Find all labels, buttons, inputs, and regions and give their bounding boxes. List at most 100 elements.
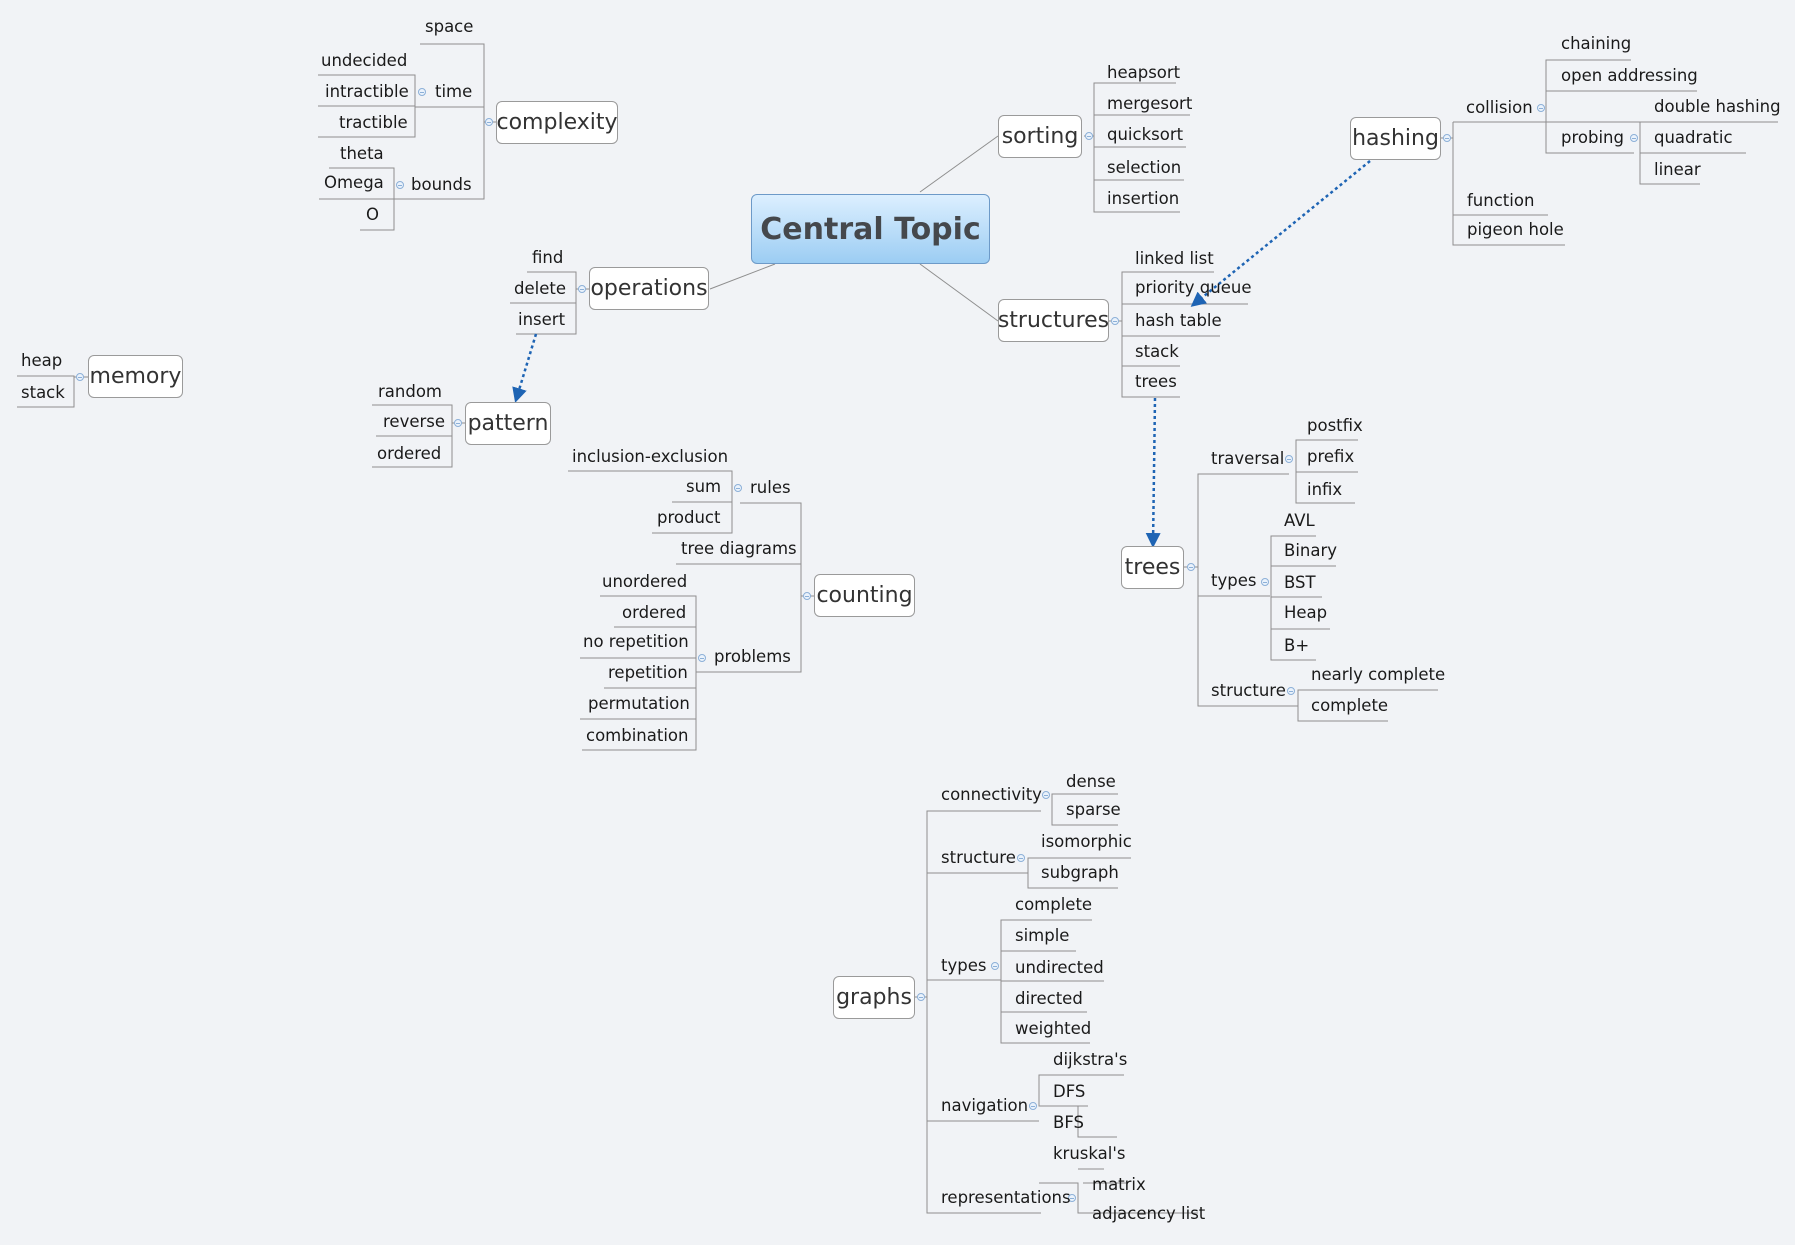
collapse-toggle-icon[interactable]	[1261, 578, 1269, 586]
subtopic-repetition[interactable]: repetition	[608, 663, 688, 682]
collapse-toggle-icon[interactable]	[1017, 854, 1025, 862]
subtopic-insertion[interactable]: insertion	[1107, 189, 1180, 208]
subtopic-connectivity[interactable]: connectivity	[941, 785, 1042, 804]
subtopic-linked-list[interactable]: linked list	[1135, 249, 1214, 268]
collapse-toggle-icon[interactable]	[1287, 687, 1295, 695]
subtopic-types[interactable]: types	[1211, 571, 1257, 590]
subtopic-binary[interactable]: Binary	[1284, 541, 1338, 560]
subtopic-random[interactable]: random	[378, 382, 442, 401]
subtopic-quicksort[interactable]: quicksort	[1107, 125, 1184, 144]
subtopic-find[interactable]: find	[532, 248, 564, 267]
relationship-arrow[interactable]	[1145, 397, 1161, 548]
subtopic-product[interactable]: product	[657, 508, 721, 527]
topic-hashing[interactable]: hashing	[1350, 117, 1441, 160]
subtopic-theta[interactable]: theta	[340, 144, 384, 163]
collapse-toggle-icon[interactable]	[578, 285, 586, 293]
subtopic-permutation[interactable]: permutation	[588, 694, 690, 713]
subtopic-o[interactable]: O	[366, 205, 379, 224]
subtopic-ordered[interactable]: ordered	[377, 444, 442, 463]
subtopic-function[interactable]: function	[1467, 191, 1535, 210]
subtopic-heap[interactable]: heap	[21, 351, 63, 370]
subtopic-hash-table[interactable]: hash table	[1135, 311, 1222, 330]
subtopic-linear[interactable]: linear	[1654, 160, 1701, 179]
collapse-toggle-icon[interactable]	[454, 419, 462, 427]
subtopic-tree-diagrams[interactable]: tree diagrams	[681, 539, 797, 558]
subtopic-open-addressing[interactable]: open addressing	[1561, 66, 1698, 85]
subtopic-matrix[interactable]: matrix	[1092, 1175, 1146, 1194]
subtopic-space[interactable]: space	[425, 17, 474, 36]
subtopic-bst[interactable]: BST	[1284, 573, 1316, 592]
subtopic-nearly-complete[interactable]: nearly complete	[1311, 665, 1446, 684]
subtopic-ordered[interactable]: ordered	[622, 603, 687, 622]
topic-graphs[interactable]: graphs	[833, 976, 915, 1019]
subtopic-representations[interactable]: representations	[941, 1188, 1071, 1207]
subtopic-no-repetition[interactable]: no repetition	[583, 632, 689, 651]
subtopic-combination[interactable]: combination	[586, 726, 689, 745]
subtopic-avl[interactable]: AVL	[1284, 511, 1315, 530]
topic-structures[interactable]: structures	[998, 299, 1109, 342]
subtopic-probing[interactable]: probing	[1561, 128, 1624, 147]
subtopic-rules[interactable]: rules	[750, 478, 791, 497]
collapse-toggle-icon[interactable]	[396, 181, 404, 189]
subtopic-intractible[interactable]: intractible	[325, 82, 409, 101]
subtopic-navigation[interactable]: navigation	[941, 1096, 1029, 1115]
collapse-toggle-icon[interactable]	[991, 962, 999, 970]
subtopic-problems[interactable]: problems	[714, 647, 791, 666]
topic-pattern[interactable]: pattern	[465, 402, 551, 445]
subtopic-types[interactable]: types	[941, 956, 987, 975]
subtopic-quadratic[interactable]: quadratic	[1654, 128, 1733, 147]
collapse-toggle-icon[interactable]	[1111, 317, 1119, 325]
subtopic-traversal[interactable]: traversal	[1211, 449, 1285, 468]
topic-complexity[interactable]: complexity	[496, 101, 618, 144]
collapse-toggle-icon[interactable]	[1042, 791, 1050, 799]
subtopic-unordered[interactable]: unordered	[602, 572, 688, 591]
collapse-toggle-icon[interactable]	[1068, 1194, 1076, 1202]
subtopic-heap[interactable]: Heap	[1284, 603, 1328, 622]
subtopic-infix[interactable]: infix	[1307, 480, 1343, 499]
subtopic-reverse[interactable]: reverse	[383, 412, 446, 431]
subtopic-selection[interactable]: selection	[1107, 158, 1182, 177]
subtopic-isomorphic[interactable]: isomorphic	[1041, 832, 1132, 851]
subtopic-dijkstras[interactable]: dijkstra's	[1053, 1050, 1128, 1069]
subtopic-priority-queue[interactable]: priority queue	[1135, 278, 1252, 297]
subtopic-inclusion-exclusion[interactable]: inclusion-exclusion	[572, 447, 729, 466]
subtopic-bounds[interactable]: bounds	[411, 175, 472, 194]
subtopic-bfs[interactable]: BFS	[1053, 1113, 1084, 1132]
topic-sorting[interactable]: sorting	[998, 115, 1082, 158]
subtopic-sum[interactable]: sum	[686, 477, 722, 496]
subtopic-adjacency-list[interactable]: adjacency list	[1092, 1204, 1206, 1223]
topic-trees[interactable]: trees	[1121, 546, 1184, 589]
collapse-toggle-icon[interactable]	[1029, 1102, 1037, 1110]
subtopic-mergesort[interactable]: mergesort	[1107, 94, 1193, 113]
subtopic-complete[interactable]: complete	[1311, 696, 1389, 715]
subtopic-sparse[interactable]: sparse	[1066, 800, 1121, 819]
collapse-toggle-icon[interactable]	[917, 993, 925, 1001]
subtopic-trees[interactable]: trees	[1135, 372, 1177, 391]
subtopic-heapsort[interactable]: heapsort	[1107, 63, 1181, 82]
collapse-toggle-icon[interactable]	[418, 88, 426, 96]
subtopic-insert[interactable]: insert	[518, 310, 566, 329]
topic-memory[interactable]: memory	[88, 355, 183, 398]
subtopic-subgraph[interactable]: subgraph	[1041, 863, 1119, 882]
subtopic-bplus[interactable]: B+	[1284, 636, 1310, 655]
collapse-toggle-icon[interactable]	[1085, 132, 1093, 140]
subtopic-directed[interactable]: directed	[1015, 989, 1083, 1008]
subtopic-chaining[interactable]: chaining	[1561, 34, 1632, 53]
subtopic-kruskals[interactable]: kruskal's	[1053, 1144, 1126, 1163]
subtopic-stack[interactable]: stack	[1135, 342, 1179, 361]
subtopic-dfs[interactable]: DFS	[1053, 1082, 1086, 1101]
collapse-toggle-icon[interactable]	[1187, 563, 1195, 571]
subtopic-undecided[interactable]: undecided	[321, 51, 408, 70]
collapse-toggle-icon[interactable]	[803, 592, 811, 600]
subtopic-dense[interactable]: dense	[1066, 772, 1116, 791]
collapse-toggle-icon[interactable]	[1537, 104, 1545, 112]
subtopic-weighted[interactable]: weighted	[1015, 1019, 1092, 1038]
subtopic-double-hashing[interactable]: double hashing	[1654, 97, 1781, 116]
collapse-toggle-icon[interactable]	[1630, 134, 1638, 142]
subtopic-time[interactable]: time	[435, 82, 473, 101]
subtopic-complete[interactable]: complete	[1015, 895, 1093, 914]
collapse-toggle-icon[interactable]	[1443, 134, 1451, 142]
subtopic-simple[interactable]: simple	[1015, 926, 1070, 945]
central-topic[interactable]: Central Topic	[751, 194, 990, 264]
collapse-toggle-icon[interactable]	[734, 484, 742, 492]
